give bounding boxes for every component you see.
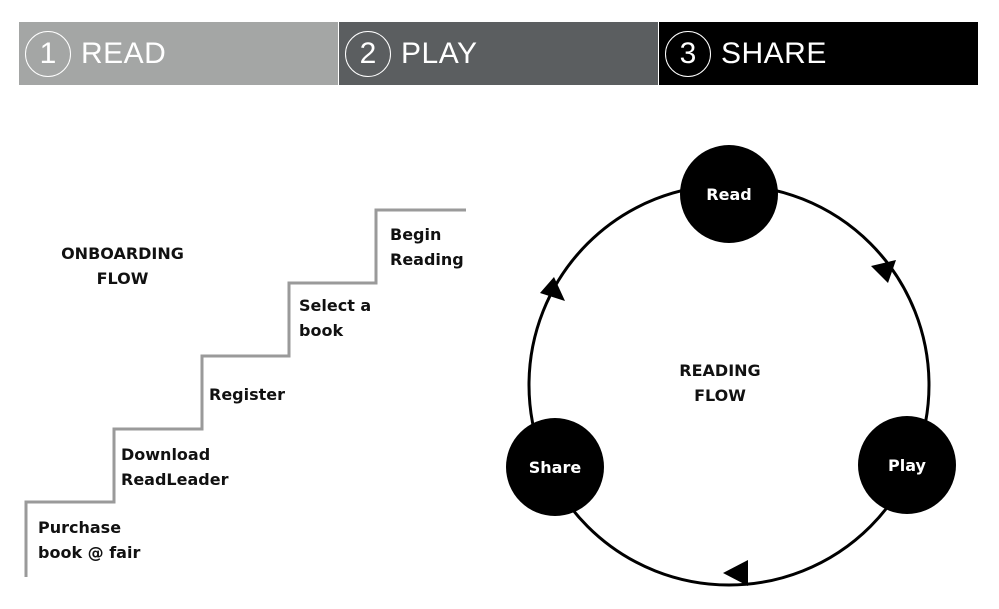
arrow-share-to-read <box>540 277 565 301</box>
step-number-2: 2 <box>345 30 391 77</box>
stair-step-label-line1: Purchase <box>38 518 122 537</box>
step-label-read: READ <box>81 36 167 70</box>
stair-step-label-line2: ReadLeader <box>121 470 229 489</box>
reading-flow-title-line1: READING <box>679 361 761 380</box>
stair-step-download: Download ReadLeader <box>121 442 228 492</box>
reading-flow-title: READING FLOW <box>660 358 780 408</box>
stair-step-label-line2: book <box>299 321 344 340</box>
step-number-3: 3 <box>665 30 711 77</box>
stair-step-register: Register <box>209 382 285 407</box>
step-label-play: PLAY <box>401 36 478 70</box>
reading-flow-title-line2: FLOW <box>694 386 746 405</box>
stair-step-label-line1: Begin <box>390 225 442 244</box>
stair-step-label-line1: Download <box>121 445 211 464</box>
arrow-read-to-play <box>871 260 896 283</box>
stair-step-begin-reading: Begin Reading <box>390 222 464 272</box>
step-play-tab: 2 PLAY <box>339 22 658 85</box>
step-number-1: 1 <box>25 30 71 77</box>
stair-step-label-line1: Register <box>209 385 286 404</box>
onboarding-title-line2: FLOW <box>96 269 149 288</box>
node-play: Play <box>858 416 956 514</box>
stair-step-label-line2: Reading <box>390 250 464 269</box>
step-read-tab: 1 READ <box>19 22 338 85</box>
step-share-tab: 3 SHARE <box>659 22 978 85</box>
onboarding-flow-title: ONBOARDING FLOW <box>50 241 195 291</box>
node-share: Share <box>506 418 604 516</box>
step-label-share: SHARE <box>721 36 827 70</box>
onboarding-staircase <box>24 208 466 577</box>
arrow-play-to-share <box>723 560 748 586</box>
stair-step-label-line1: Select a <box>299 296 372 315</box>
stair-step-purchase: Purchase book @ fair <box>38 515 140 565</box>
onboarding-title-line1: ONBOARDING <box>61 244 184 263</box>
node-read: Read <box>680 145 778 243</box>
stair-step-select-book: Select a book <box>299 293 371 343</box>
stair-step-label-line2: book @ fair <box>38 543 141 562</box>
